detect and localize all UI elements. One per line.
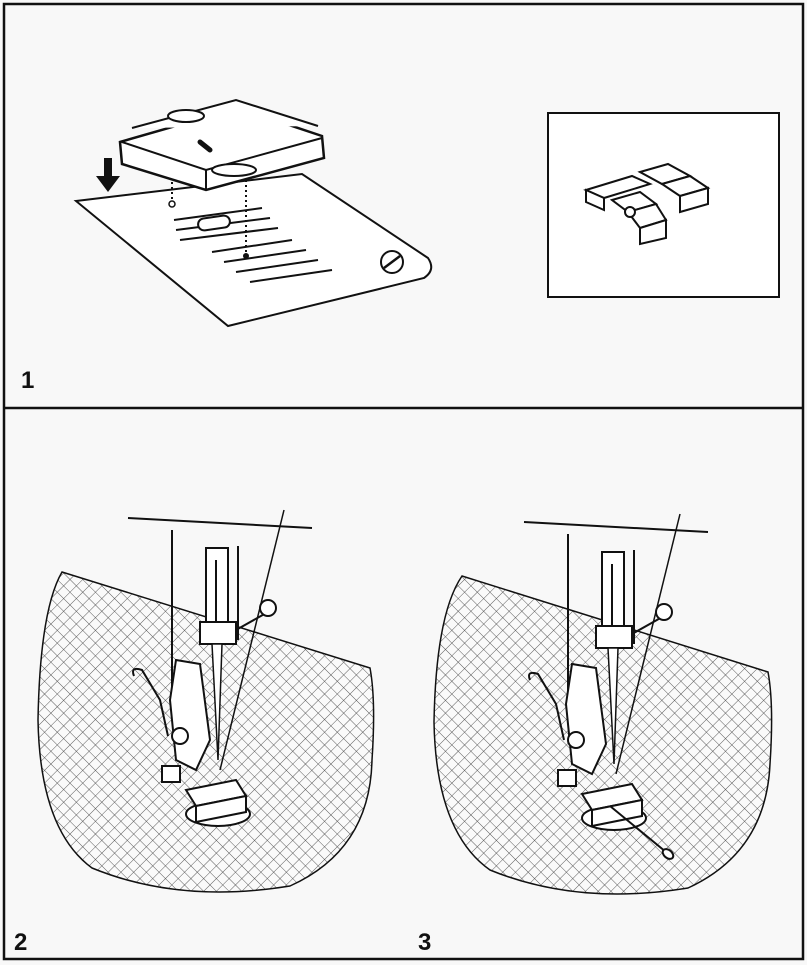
panel-3-illustration	[433, 513, 773, 895]
inset-box	[547, 112, 780, 298]
darning-foot-left	[161, 765, 251, 827]
presser-lever-left	[132, 667, 169, 737]
thumb-screw-right	[655, 603, 673, 621]
thread-left	[219, 509, 285, 771]
plate-hole-left	[168, 200, 176, 208]
shank-screw-left	[171, 727, 189, 745]
shank-screw-right	[567, 731, 585, 749]
machine-arm-left	[127, 517, 313, 690]
needle-icon	[211, 643, 223, 761]
presser-foot-icon	[583, 162, 711, 246]
machine-arm-right	[523, 521, 709, 694]
thumb-screw-left	[259, 599, 277, 617]
needle-plate-guide-lines	[173, 207, 333, 283]
down-arrow-icon	[96, 158, 120, 192]
needle-plate-slot	[197, 214, 231, 232]
step-number-3: 3	[418, 929, 432, 956]
attachment-plate	[118, 98, 326, 192]
step-number-2: 2	[14, 929, 28, 956]
thread-right	[615, 513, 681, 775]
needle-plate	[73, 172, 433, 328]
screw-icon	[380, 250, 404, 274]
panel-2-illustration	[37, 509, 375, 893]
plate-hole-right	[243, 253, 249, 259]
presser-lever-right	[528, 671, 565, 741]
needle-clamp-right	[595, 625, 633, 649]
step-number-1: 1	[21, 367, 35, 394]
needle-threader-tool	[609, 805, 675, 860]
panel-1-illustration	[73, 98, 780, 328]
needle-clamp-left	[199, 621, 237, 645]
needle-right	[607, 647, 619, 765]
